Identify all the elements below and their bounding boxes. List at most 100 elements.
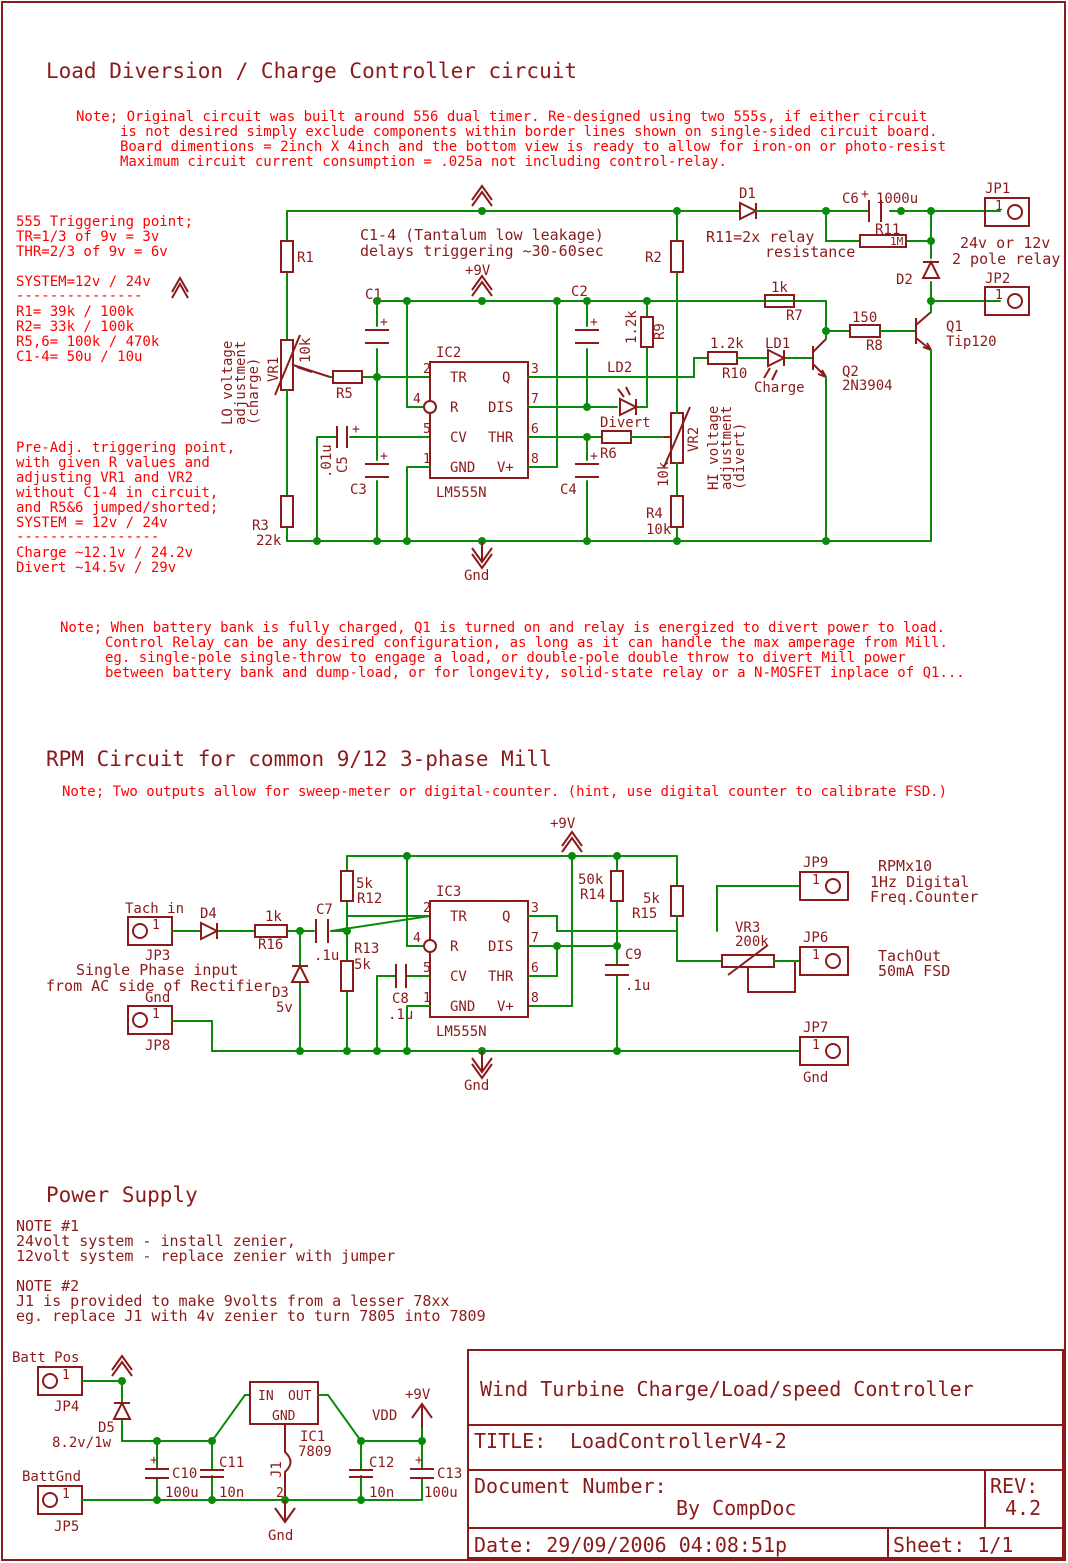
project-name: Wind Turbine Charge/Load/speed Controlle… — [480, 1377, 974, 1401]
c14-note-1: C1-4 (Tantalum low leakage) — [360, 226, 604, 244]
svg-text:+: + — [380, 315, 388, 330]
r16-value: 1k — [265, 909, 282, 925]
ld2-label: LD2 — [607, 360, 632, 376]
r5-resistor — [332, 370, 363, 384]
j1-label: J1 — [269, 1461, 285, 1478]
r4-value: 10k — [646, 522, 672, 538]
c9-value: .1u — [625, 978, 650, 994]
r3-label: R3 — [252, 518, 269, 534]
jp6-connector — [799, 946, 849, 976]
ic2-pin-r: R — [450, 400, 459, 416]
r5-label: R5 — [336, 386, 353, 402]
c10-capacitor — [145, 1468, 169, 1479]
ic3-part: LM555N — [436, 1024, 487, 1040]
vr2-desc-3: (divert) — [732, 423, 748, 490]
power-note-2: 24volt system - install zenier, — [16, 1232, 296, 1250]
ic2-pin-thr: THR — [488, 430, 514, 446]
c2-label: C2 — [571, 284, 588, 300]
c12-value: 10n — [369, 1485, 394, 1501]
note-mid-4: between battery bank and dump-load, or f… — [105, 665, 965, 681]
d4-diode — [200, 921, 220, 941]
d5-label: D5 — [98, 1420, 115, 1436]
jp1-label: JP1 — [985, 181, 1010, 197]
ic2-num-4: 4 — [413, 392, 421, 407]
jp2-label: JP2 — [985, 271, 1010, 287]
r15-label: R15 — [632, 906, 657, 922]
plus9-label: +9V — [465, 263, 491, 279]
preadj-2: with given R values and — [16, 455, 210, 471]
ic3-num-3: 3 — [531, 901, 539, 916]
svg-text:+: + — [861, 187, 869, 202]
preadj-4: without C1-4 in circuit, — [16, 485, 218, 501]
r15-value: 5k — [643, 891, 660, 907]
ic3-timer — [406, 900, 529, 1052]
gnd-label-1: Gnd — [464, 568, 489, 584]
ic3-pin-gnd: GND — [450, 999, 475, 1015]
note-mid-3: eg. single-pole single-throw to engage a… — [105, 650, 906, 666]
values-4: R2= 33k / 100k — [16, 319, 135, 335]
ic1-label: IC1 — [300, 1429, 325, 1445]
jp3-connector — [127, 916, 173, 946]
ic3-num-5: 5 — [423, 961, 431, 976]
ld2-name: Divert — [600, 415, 651, 431]
c10-label: C10 — [172, 1466, 197, 1482]
q2-value: 2N3904 — [842, 378, 893, 394]
trigger-1: 555 Triggering point; — [16, 214, 193, 230]
note-rpm: Note; Two outputs allow for sweep-meter … — [62, 784, 947, 800]
jp5-connector — [37, 1485, 83, 1515]
d3-label: D3 — [272, 985, 289, 1001]
note-mid-1: Note; When battery bank is fully charged… — [60, 620, 945, 636]
r4-resistor — [670, 495, 684, 528]
jp2-pin: 1 — [995, 288, 1003, 303]
jp1-pin: 1 — [995, 199, 1003, 214]
r11-value: 1M — [890, 235, 904, 248]
r7-value: 1k — [771, 280, 788, 296]
ic3-label: IC3 — [436, 884, 461, 900]
jp3-name: Tach in — [125, 901, 184, 917]
ic1-out: OUT — [288, 1389, 312, 1404]
c6-capacitor — [868, 200, 882, 222]
r13-label: R13 — [354, 941, 379, 957]
c5-label: C5 — [335, 456, 351, 473]
rpm-out-1: RPMx10 — [878, 857, 932, 875]
jp4-connector — [37, 1366, 83, 1396]
note-mid-2: Control Relay can be any desired configu… — [105, 635, 948, 651]
c6-value: 1000u — [876, 191, 918, 207]
jp8-name: Gnd — [145, 990, 170, 1006]
vr2-value: 10k — [656, 461, 672, 487]
ld2-led — [617, 386, 639, 417]
vr3-label: VR3 — [735, 920, 760, 936]
ic3-num-4: 4 — [413, 931, 421, 946]
values-1: SYSTEM=12v / 24v — [16, 274, 151, 290]
ic3-pin-vplus: V+ — [497, 999, 514, 1015]
jp5-pin: 1 — [62, 1487, 70, 1502]
vr1-label: VR1 — [266, 357, 282, 382]
d2-diode — [921, 259, 941, 279]
relay-note-1: 24v or 12v — [960, 234, 1050, 252]
d1-diode — [739, 201, 759, 221]
preadj-9: Divert ~14.5v / 29v — [16, 560, 176, 576]
r9-value: 1.2k — [624, 310, 640, 344]
ic3-num-7: 7 — [531, 931, 539, 946]
r3-value: 22k — [256, 533, 282, 549]
ic3-num-1: 1 — [423, 991, 431, 1006]
title-value: LoadControllerV4-2 — [570, 1429, 787, 1453]
gnd-label-3: Gnd — [268, 1528, 293, 1544]
r11-note-1: R11=2x relay — [706, 228, 814, 246]
c8-capacitor — [395, 964, 407, 988]
ic3-num-8: 8 — [531, 991, 539, 1006]
ic3-pin-thr: THR — [488, 969, 514, 985]
ic1-gnd: GND — [272, 1409, 296, 1424]
tach-out-1: TachOut — [878, 947, 941, 965]
jp6-pin: 1 — [812, 948, 820, 963]
power-note-5: J1 is provided to make 9volts from a les… — [16, 1292, 449, 1310]
c8-value: .1u — [388, 1007, 413, 1023]
r12-value: 5k — [356, 876, 373, 892]
svg-text:+: + — [590, 449, 598, 464]
c7-capacitor — [315, 919, 329, 943]
r10-label: R10 — [722, 366, 747, 382]
d2-label: D2 — [896, 272, 913, 288]
date: Date: 29/09/2006 04:08:51p — [474, 1533, 787, 1557]
gnd-label-2: Gnd — [464, 1078, 489, 1094]
